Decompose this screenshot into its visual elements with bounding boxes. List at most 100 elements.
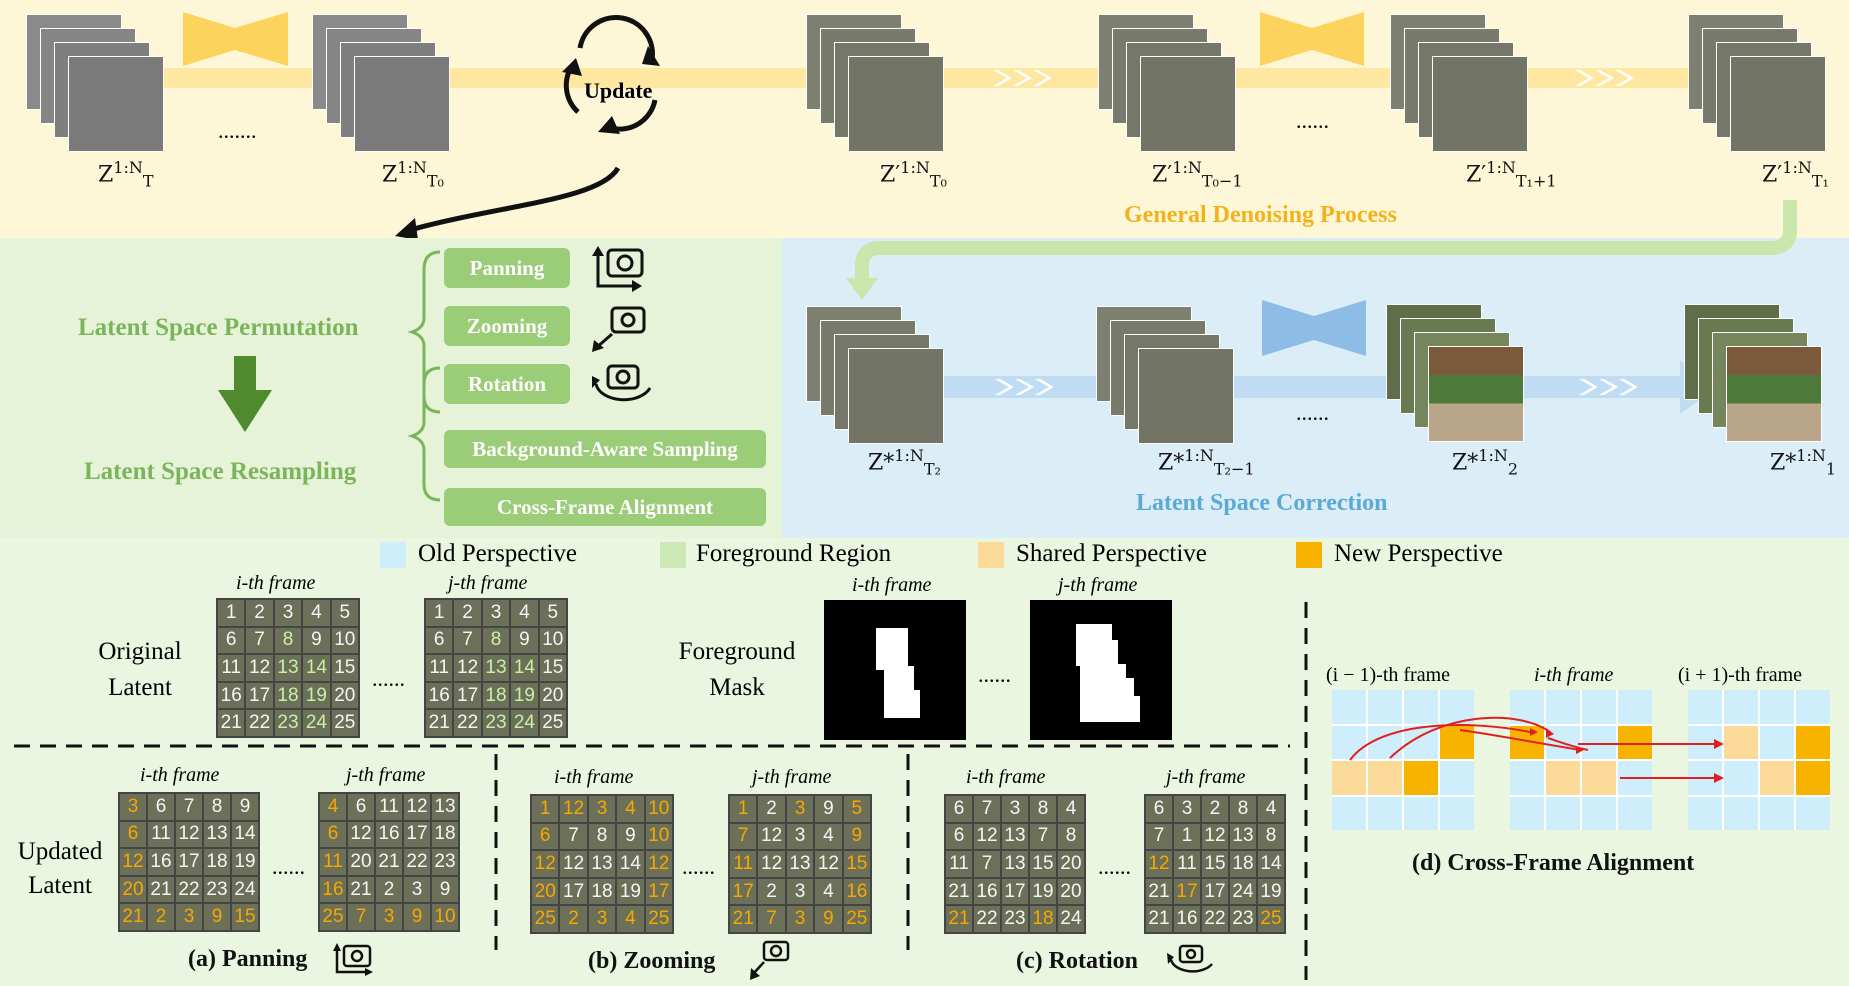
original-frame-i: i-th frame bbox=[236, 572, 316, 594]
foreground-mask-i bbox=[824, 600, 966, 740]
legend-swatch-shared bbox=[978, 542, 1004, 568]
grid-cell: 4 bbox=[320, 794, 346, 820]
foreground-mask-j bbox=[1030, 600, 1172, 740]
rotation-frame-i: i-th frame bbox=[966, 766, 1046, 788]
grid-cell: 14 bbox=[232, 821, 258, 848]
rotation-ellipsis: ...... bbox=[1098, 854, 1131, 879]
grid-cell: 4 bbox=[815, 823, 842, 850]
rotation-frame-j: j-th frame bbox=[1166, 766, 1246, 788]
zooming-pill: Zooming bbox=[444, 306, 570, 346]
noisy-dog-stack-2 bbox=[1098, 14, 1238, 152]
grid-cell: 7 bbox=[560, 823, 587, 850]
grid-cell: 3 bbox=[786, 796, 814, 822]
grid-cell: 3 bbox=[786, 906, 814, 932]
grid-cell: 11 bbox=[946, 851, 972, 877]
grid-cell: 12 bbox=[560, 851, 587, 877]
grid-cell: 12 bbox=[176, 821, 202, 848]
panning-camera-icon bbox=[592, 246, 644, 292]
grid-cell: 8 bbox=[1230, 796, 1256, 822]
panning-ellipsis: ...... bbox=[272, 854, 305, 879]
grid-cell: 8 bbox=[588, 823, 616, 850]
zooming-camera-icon bbox=[592, 306, 646, 352]
separators-svg bbox=[14, 602, 1308, 980]
grid-cell: 11 bbox=[218, 655, 245, 681]
latent-label-Zs-2: Z*1:N2 bbox=[1452, 446, 1519, 479]
grid-cell: 21 bbox=[426, 710, 453, 736]
original-frame-j: j-th frame bbox=[448, 572, 528, 594]
grid-cell: 3 bbox=[1174, 796, 1200, 822]
grid-cell: 7 bbox=[758, 906, 785, 932]
grid-cell: 17 bbox=[645, 878, 672, 905]
grid-cell: 21 bbox=[1146, 906, 1172, 932]
grid-cell: 2 bbox=[758, 878, 785, 905]
grid-cell: 8 bbox=[482, 627, 510, 654]
grid-cell: 1 bbox=[532, 796, 559, 822]
clean-dog-stack-1 bbox=[1386, 304, 1526, 442]
grid-cell: 16 bbox=[1174, 906, 1200, 932]
rotation-pill: Rotation bbox=[444, 364, 570, 404]
permutation-title: Latent Space Permutation bbox=[78, 314, 359, 341]
grid-cell: 11 bbox=[148, 821, 174, 848]
grid-cell: 12 bbox=[560, 796, 587, 822]
grid-cell: 12 bbox=[815, 851, 842, 877]
grid-cell: 3 bbox=[786, 823, 814, 850]
zooming-frame-i: i-th frame bbox=[554, 766, 634, 788]
grid-cell: 12 bbox=[348, 821, 374, 848]
grid-cell: 7 bbox=[1146, 823, 1172, 850]
grid-cell: 2 bbox=[454, 600, 481, 626]
cross-frame-pill: Cross-Frame Alignment bbox=[444, 488, 766, 526]
grid-cell: 8 bbox=[1030, 796, 1056, 822]
grid-cell: 6 bbox=[320, 821, 346, 848]
grid-cell: 15 bbox=[331, 655, 358, 681]
latent-label-Zs-T2: Z*1:NT₂ bbox=[868, 446, 941, 479]
grid-cell: 12 bbox=[1146, 851, 1172, 877]
legend-new-label: New Perspective bbox=[1334, 540, 1503, 567]
noise-stack-ZT0 bbox=[312, 14, 452, 152]
panning-frame-j: j-th frame bbox=[346, 764, 426, 786]
grid-cell: 23 bbox=[1230, 906, 1256, 932]
grid-cell: 21 bbox=[730, 906, 757, 932]
grid-cell: 2 bbox=[758, 796, 785, 822]
grid-cell: 17 bbox=[1174, 878, 1200, 905]
grid-cell: 23 bbox=[482, 710, 510, 736]
latent-label-Zp-T0m1: Z′1:NT₀−1 bbox=[1152, 158, 1243, 191]
chevrons-1 bbox=[993, 70, 1052, 86]
grid-cell: 16 bbox=[148, 849, 174, 875]
grid-cell: 10 bbox=[645, 823, 672, 850]
mask-frame-i: i-th frame bbox=[852, 574, 932, 596]
grid-cell: 24 bbox=[1230, 878, 1256, 905]
grid-cell: 3 bbox=[482, 600, 510, 626]
grid-cell: 9 bbox=[303, 627, 330, 654]
grid-cell: 14 bbox=[303, 655, 330, 681]
grid-cell: 6 bbox=[1146, 796, 1172, 822]
rotation-camera-icon bbox=[592, 364, 652, 402]
grid-cell: 20 bbox=[1058, 851, 1084, 877]
grid-cell: 22 bbox=[246, 710, 273, 736]
grid-cell: 13 bbox=[786, 851, 814, 877]
grid-cell: 18 bbox=[588, 878, 616, 905]
legend-swatch-old bbox=[380, 542, 406, 568]
grid-cell: 6 bbox=[120, 821, 146, 848]
original-latent-line1: Original bbox=[98, 638, 182, 665]
grid-cell: 17 bbox=[560, 878, 587, 905]
grid-cell: 19 bbox=[511, 682, 538, 709]
rotation-title: (c) Rotation bbox=[1016, 948, 1138, 974]
grid-cell: 13 bbox=[274, 655, 302, 681]
legend-swatch-foreground bbox=[660, 542, 686, 568]
latent-label-Zp-T1p1: Z′1:NT₁+1 bbox=[1466, 158, 1557, 191]
grid-cell: 24 bbox=[232, 876, 258, 903]
grid-cell: 3 bbox=[376, 904, 402, 930]
grid-cell: 15 bbox=[843, 851, 870, 877]
grid-cell: 7 bbox=[176, 794, 202, 820]
grid-cell: 2 bbox=[376, 876, 402, 903]
grid-cell: 2 bbox=[246, 600, 273, 626]
grid-cell: 20 bbox=[331, 682, 358, 709]
grid-cell: 4 bbox=[617, 906, 644, 932]
grid-cell: 16 bbox=[218, 682, 245, 709]
grid-cell: 9 bbox=[843, 823, 870, 850]
noisy-dog-stack-4 bbox=[1688, 14, 1828, 152]
grid-cell: 4 bbox=[815, 878, 842, 905]
grid-cell: 3 bbox=[404, 876, 430, 903]
grid-cell: 1 bbox=[426, 600, 453, 626]
